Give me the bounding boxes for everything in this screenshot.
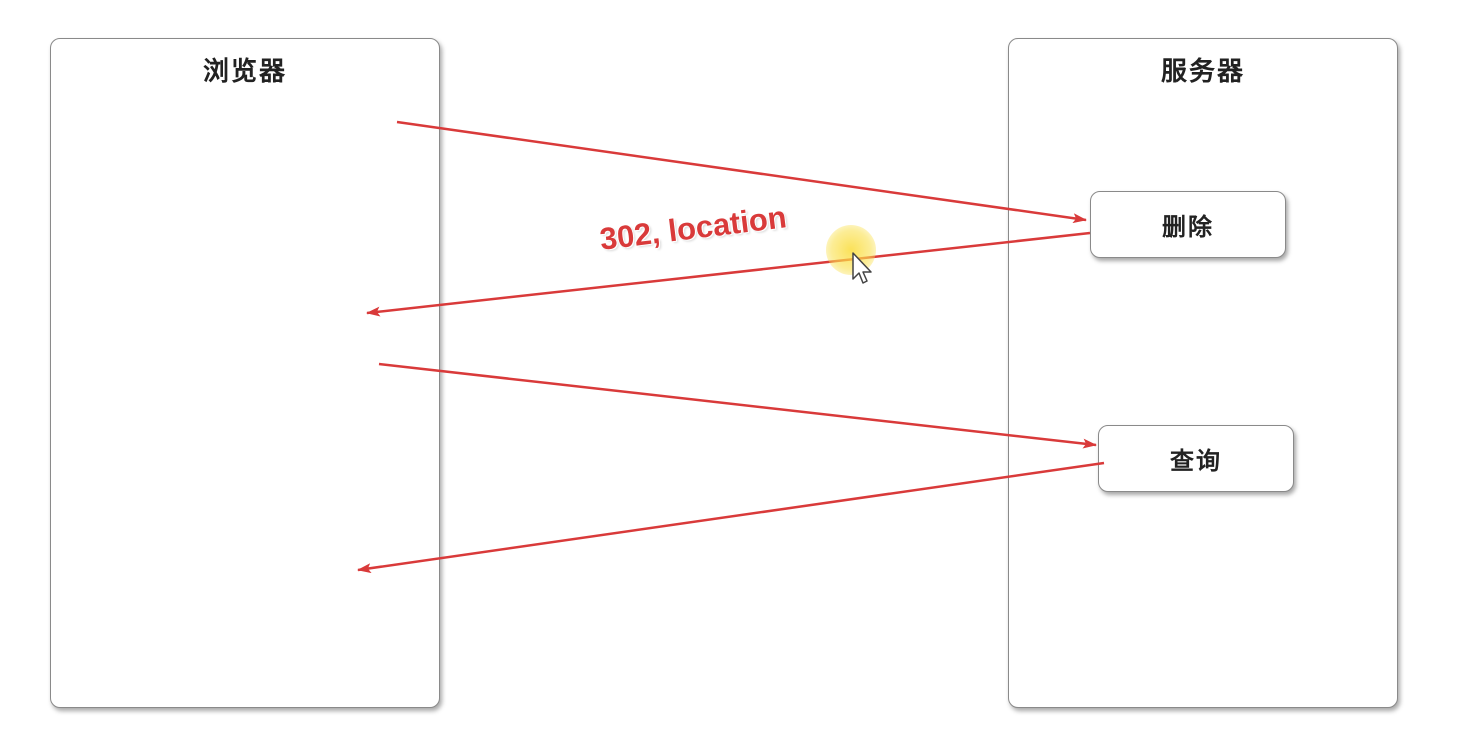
browser-panel: 浏览器 — [50, 38, 440, 708]
cursor-highlight — [826, 225, 876, 275]
query-response-arrow — [357, 461, 1105, 574]
mouse-cursor-icon — [852, 252, 872, 284]
request-query-arrow — [378, 362, 1097, 449]
redirect-response-arrow — [366, 231, 1091, 317]
redirect-label: 302, location — [597, 199, 789, 257]
browser-title: 浏览器 — [202, 57, 287, 87]
delete-node: 删除 — [1090, 191, 1286, 258]
query-node: 查询 — [1098, 425, 1294, 492]
server-title: 服务器 — [1160, 57, 1245, 87]
server-panel: 服务器 — [1008, 38, 1398, 708]
